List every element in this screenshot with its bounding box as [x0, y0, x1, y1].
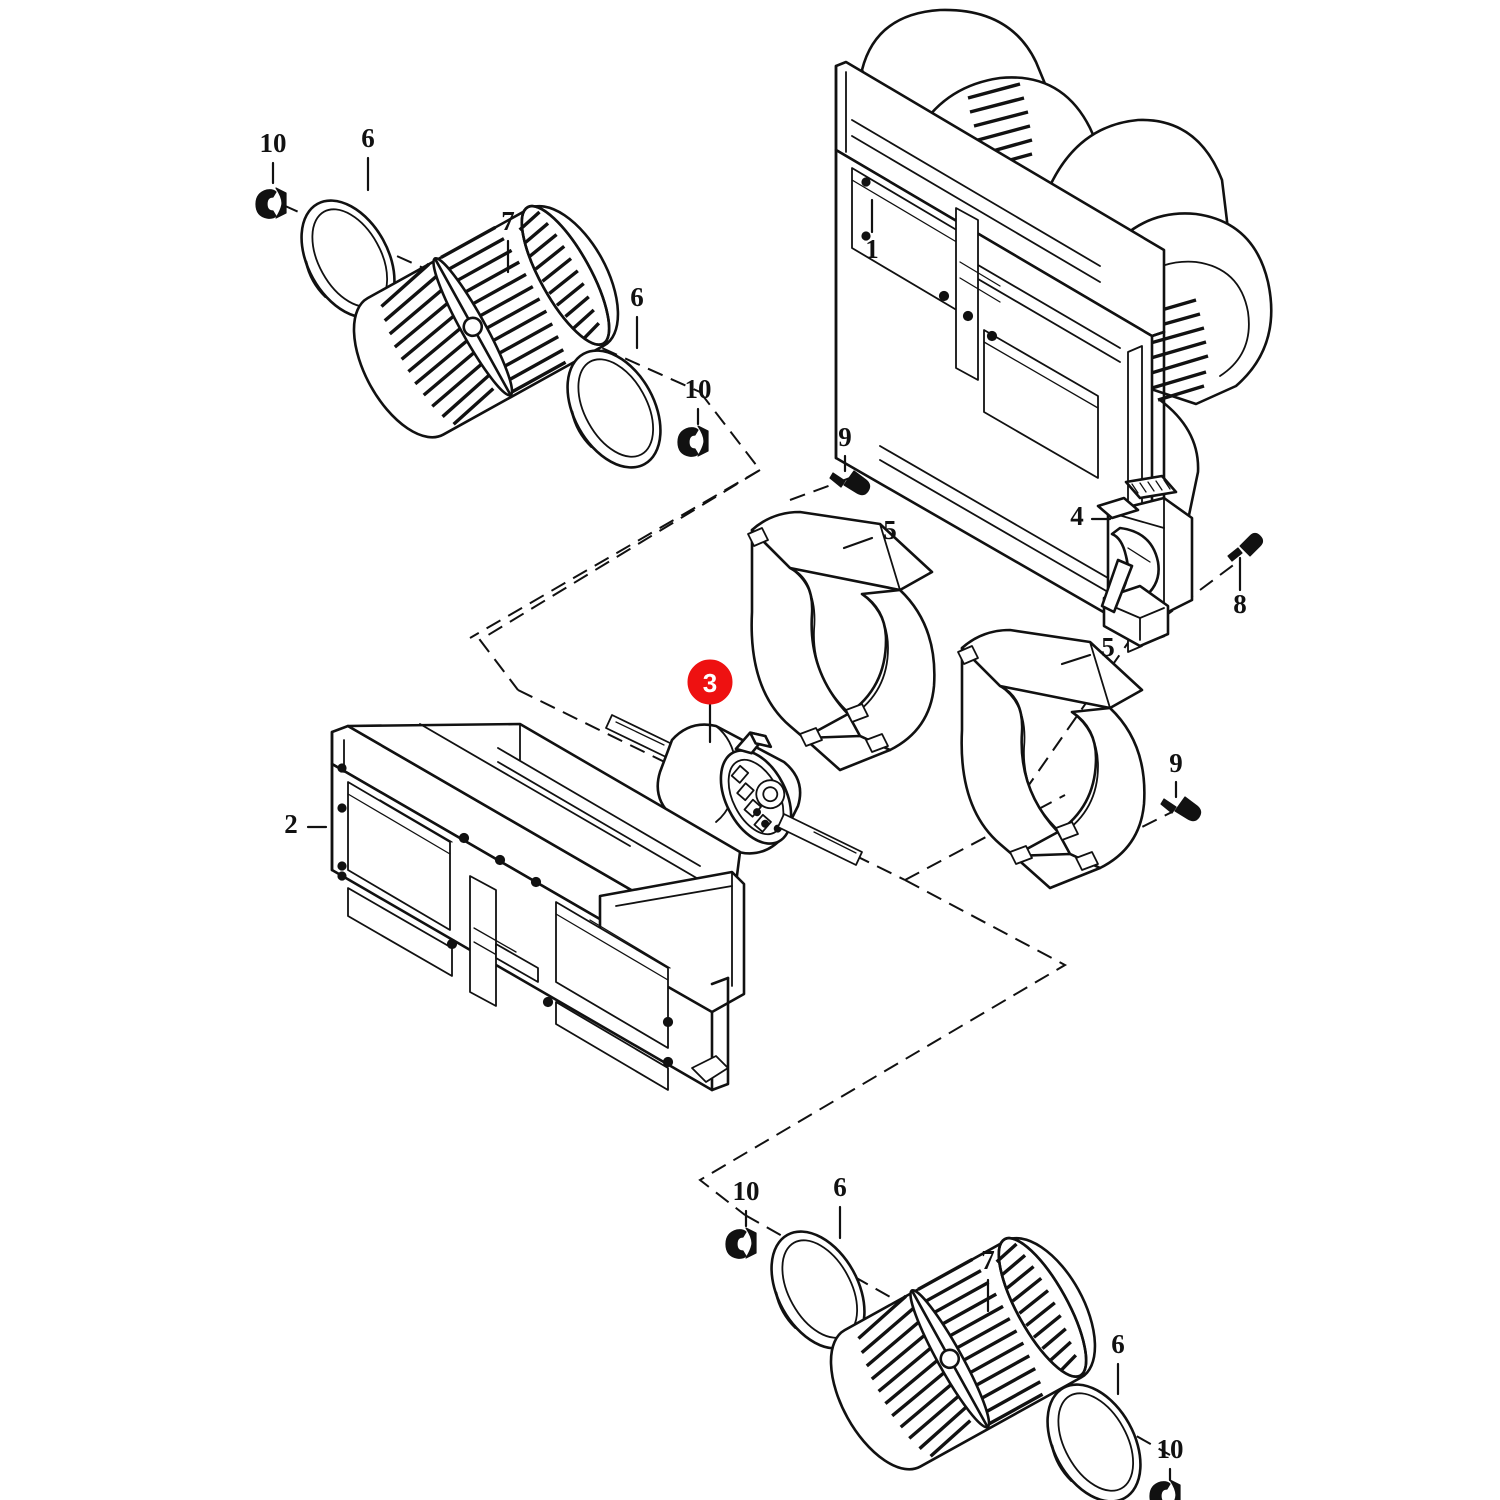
callout-10-upper-right: 10 — [685, 374, 712, 426]
part-3-blower-motor — [605, 714, 863, 866]
callout-6-lower-left: 6 — [833, 1172, 847, 1240]
part-8-resistor-mounting-screw — [1227, 532, 1264, 562]
part-9-housing-screw-upper — [829, 470, 871, 496]
callout-2: 2 — [284, 809, 328, 839]
callout-6-upper-left: 6 — [361, 123, 375, 192]
callout-7-upper: 7 — [501, 206, 515, 274]
callout-label-10d: 10 — [1157, 1434, 1184, 1464]
part-1-complete-blower-assembly — [834, 8, 1273, 653]
wheel-blades-lower-bank-a — [857, 1294, 972, 1458]
callout-10-lower-right: 10 — [1157, 1434, 1184, 1482]
callout-label-5a: 5 — [883, 515, 897, 545]
callout-label-10c: 10 — [733, 1176, 760, 1206]
callout-label-9b: 9 — [1169, 748, 1183, 778]
callout-10-lower-left: 10 — [733, 1176, 760, 1228]
part-6-retaining-ring-upper-right — [566, 349, 662, 469]
wheel-blades-upper-end-disc — [518, 210, 601, 340]
callout-label-8: 8 — [1233, 589, 1247, 619]
callout-6-lower-right: 6 — [1111, 1329, 1125, 1396]
callout-6-upper-right: 6 — [630, 282, 644, 350]
part-10-retaining-clip-upper-left — [255, 187, 287, 219]
part-10-retaining-clip-lower-left — [725, 1227, 757, 1259]
callout-9-lower: 9 — [1169, 748, 1183, 799]
wheel-blades-upper-bank-a — [380, 262, 495, 426]
callout-8: 8 — [1233, 556, 1247, 619]
callout-4: 4 — [1070, 501, 1112, 531]
part-7-blower-wheel-lower — [829, 1236, 1097, 1471]
part-10-retaining-clip-lower-right — [1149, 1479, 1181, 1500]
leader-line-5b — [1060, 653, 1092, 666]
callout-label-4: 4 — [1070, 501, 1084, 531]
part-10-retaining-clip-upper-right — [677, 425, 709, 457]
callout-9-upper: 9 — [838, 422, 852, 473]
wheel-blades-lower-bank-b — [917, 1257, 1044, 1426]
callout-label-6a: 6 — [361, 123, 375, 153]
callout-label-6d: 6 — [1111, 1329, 1125, 1359]
callout-label-7b: 7 — [981, 1245, 995, 1275]
callout-10-upper-left: 10 — [260, 128, 287, 185]
callout-label-9a: 9 — [838, 422, 852, 452]
callout-label-6c: 6 — [833, 1172, 847, 1202]
part-7-blower-wheel-upper — [352, 204, 620, 439]
part-4-resistor-controller-block — [1096, 474, 1194, 648]
part-9-housing-screw-lower — [1160, 796, 1202, 822]
callout-label-6b: 6 — [630, 282, 644, 312]
callout-label-10b: 10 — [685, 374, 712, 404]
part-5-scroll-housing-upper — [747, 510, 936, 772]
callout-label-1: 1 — [865, 234, 879, 264]
highlight-badge-circle[interactable] — [687, 659, 733, 705]
callout-label-10a: 10 — [260, 128, 287, 158]
callout-1: 1 — [865, 198, 879, 264]
part-5-scroll-housing-lower — [957, 628, 1146, 890]
connector-pins — [1131, 479, 1171, 494]
part-6-retaining-ring-lower-right — [1046, 1383, 1142, 1500]
wheel-blades-upper-bank-b — [440, 225, 567, 394]
part-2-mounting-plate-bracket — [330, 722, 746, 1092]
highlight-badge-label: 3 — [703, 668, 717, 698]
callout-5-upper: 5 — [842, 515, 897, 550]
leader-line-5a — [842, 536, 874, 550]
callout-5-lower: 5 — [1060, 632, 1115, 666]
callout-label-2: 2 — [284, 809, 298, 839]
callout-7-lower: 7 — [981, 1245, 995, 1313]
callout-label-5b: 5 — [1101, 632, 1115, 662]
callout-3-highlight-badge[interactable]: 3 — [687, 659, 733, 744]
callout-label-7a: 7 — [501, 206, 515, 236]
